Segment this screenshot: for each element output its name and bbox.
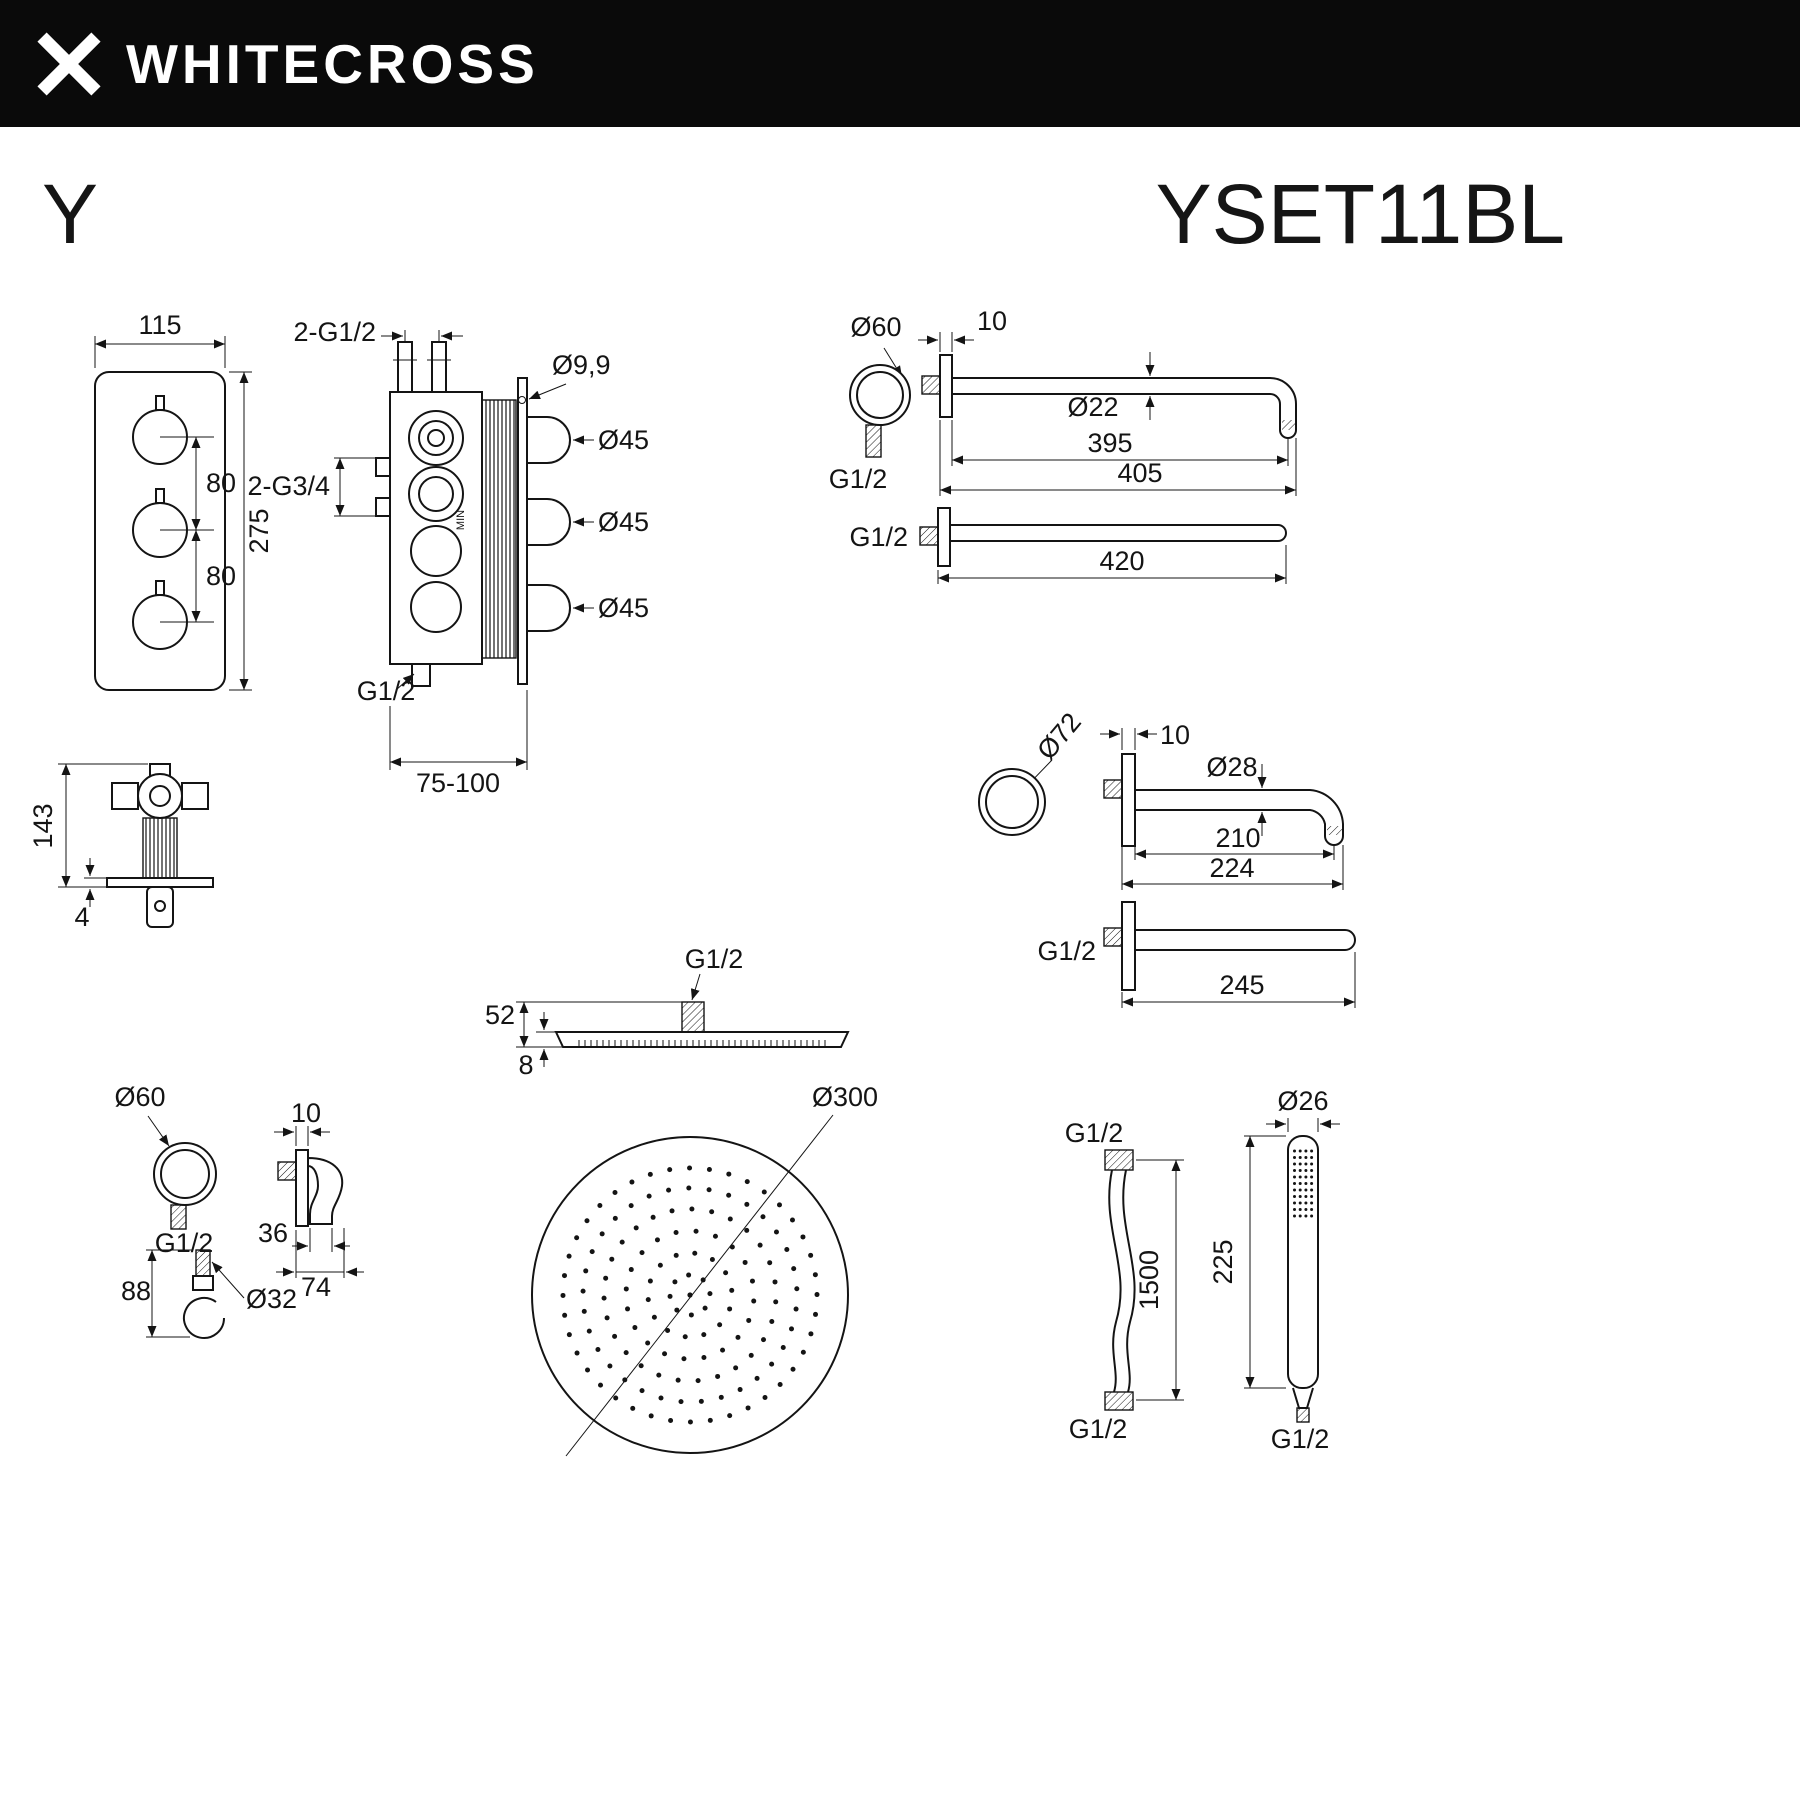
dim-handshower-dia: Ø26 <box>1277 1086 1328 1116</box>
arm-flange <box>849 364 911 426</box>
handshower-wand <box>1287 1135 1319 1389</box>
hose-fitting-top <box>1104 1149 1134 1171</box>
spout-wall-plate <box>1121 753 1136 847</box>
dim-head-height: 52 <box>485 1000 515 1030</box>
dim-pin-hole: Ø9,9 <box>552 350 611 380</box>
dim-arm-flange-dia: Ø60 <box>850 312 901 342</box>
trim-knob-top <box>526 416 571 464</box>
outlet-elbow <box>307 1156 344 1225</box>
dim-spout-flange-dia: Ø72 <box>1031 707 1087 765</box>
dim-side-ports: 2-G3/4 <box>247 471 330 501</box>
spout-curved <box>1134 789 1344 846</box>
dim-arm-len-straight: 420 <box>1099 546 1144 576</box>
outlet-views: Ø60 G1/2 10 36 <box>114 1082 364 1339</box>
trim-handle <box>146 886 174 928</box>
dim-knob3-dia: Ø45 <box>598 593 649 623</box>
holder-stem <box>195 1249 211 1277</box>
dim-knob1-dia: Ø45 <box>598 425 649 455</box>
dim-valve-height: 275 <box>244 508 274 553</box>
spout-flange <box>978 768 1046 836</box>
dim-arm-flange-thk: 10 <box>977 306 1007 336</box>
dim-head-thread: G1/2 <box>685 944 744 974</box>
arm-wall-plate <box>939 354 953 418</box>
dim-knob-pitch-top: 80 <box>206 468 236 498</box>
model-title: YSET11BL <box>1155 167 1565 261</box>
arm-bent-pipe <box>951 377 1297 439</box>
dim-hose-thread-top: G1/2 <box>1065 1118 1124 1148</box>
dim-spout-len-outer: 224 <box>1209 853 1254 883</box>
outlet-flange <box>153 1142 217 1206</box>
dim-trim-plate-thk: 4 <box>74 902 89 932</box>
dim-knob2-dia: Ø45 <box>598 507 649 537</box>
handshower-spray-dots <box>1293 1149 1314 1218</box>
label-min: MIN <box>455 510 467 530</box>
dim-outlet-opening: 36 <box>258 1218 288 1248</box>
trim-knob-bottom <box>526 584 571 632</box>
dim-trim-height: 143 <box>28 803 58 848</box>
head-side-view: G1/2 52 8 <box>485 944 850 1080</box>
trim-knob-middle <box>526 498 571 546</box>
whitecross-logo-icon <box>37 31 101 96</box>
valve-rough-body <box>389 391 483 665</box>
dim-arm-pipe-dia: Ø22 <box>1067 392 1118 422</box>
head-nipple <box>681 1001 705 1033</box>
valve-trim-plate <box>517 377 528 685</box>
valve-rough-in-view: MIN 2-G1/2 Ø9,9 Ø45 Ø45 Ø45 <box>247 317 649 798</box>
trim-side-view: 143 4 <box>28 763 214 932</box>
dim-knob-pitch-bottom: 80 <box>206 561 236 591</box>
dim-arm-thread-a: G1/2 <box>829 464 888 494</box>
dim-head-edge-thk: 8 <box>518 1050 533 1080</box>
valve-knurled-section <box>481 399 517 659</box>
dim-outlet-flange-dia: Ø60 <box>114 1082 165 1112</box>
spout2-wall-plate <box>1121 901 1136 991</box>
dim-outlet-depth: 74 <box>301 1272 331 1302</box>
hose-fitting-bottom <box>1104 1391 1134 1411</box>
brand-name: WHITECROSS <box>126 32 539 95</box>
dim-spout-len-inner: 210 <box>1215 823 1260 853</box>
outlet-wall-plate <box>295 1149 309 1227</box>
spout-views: Ø72 10 Ø28 210 224 <box>978 707 1356 1008</box>
dim-arm-len-outer: 405 <box>1117 458 1162 488</box>
trim-plate-edge <box>106 877 214 888</box>
hose-view: G1/2 G1/2 1500 <box>1065 1118 1184 1444</box>
dim-spout-len-alt: 245 <box>1219 970 1264 1000</box>
head-nozzle-dots <box>560 1165 820 1425</box>
dim-hose-length: 1500 <box>1134 1250 1164 1310</box>
dim-arm-len-inner: 395 <box>1087 428 1132 458</box>
dim-outlet-flange-thk: 10 <box>291 1098 321 1128</box>
handshower-view: Ø26 225 G1/2 <box>1208 1086 1340 1454</box>
dim-spout-flange-thk: 10 <box>1160 720 1190 750</box>
arm2-wall-plate <box>937 507 951 567</box>
dim-arm-thread-b: G1/2 <box>849 522 908 552</box>
dim-hose-thread-bottom: G1/2 <box>1069 1414 1128 1444</box>
hose-body <box>1108 1169 1122 1393</box>
series-title: Y <box>42 167 99 261</box>
handshower-taper <box>1292 1387 1314 1409</box>
valve-front-view: 115 275 80 80 <box>94 310 274 691</box>
dim-head-dia: Ø300 <box>812 1082 878 1112</box>
dim-handshower-length: 225 <box>1208 1239 1238 1284</box>
dim-handshower-thread: G1/2 <box>1271 1424 1330 1454</box>
dim-depth-range: 75-100 <box>416 768 500 798</box>
head-top-view: Ø300 <box>531 1082 878 1457</box>
spout-straight <box>1134 929 1356 951</box>
holder-hook <box>183 1297 225 1339</box>
dim-valve-width: 115 <box>138 310 181 340</box>
arm-straight-pipe <box>949 524 1287 542</box>
dim-holder-height: 88 <box>121 1276 151 1306</box>
dim-top-ports: 2-G1/2 <box>293 317 376 347</box>
dim-holder-stem-dia: Ø32 <box>246 1284 297 1314</box>
header-bar: WHITECROSS <box>0 0 1800 127</box>
dim-spout-thread: G1/2 <box>1037 936 1096 966</box>
shower-arm-views: Ø60 G1/2 10 Ø22 395 405 <box>829 306 1297 584</box>
dim-spout-pipe-dia: Ø28 <box>1206 752 1257 782</box>
